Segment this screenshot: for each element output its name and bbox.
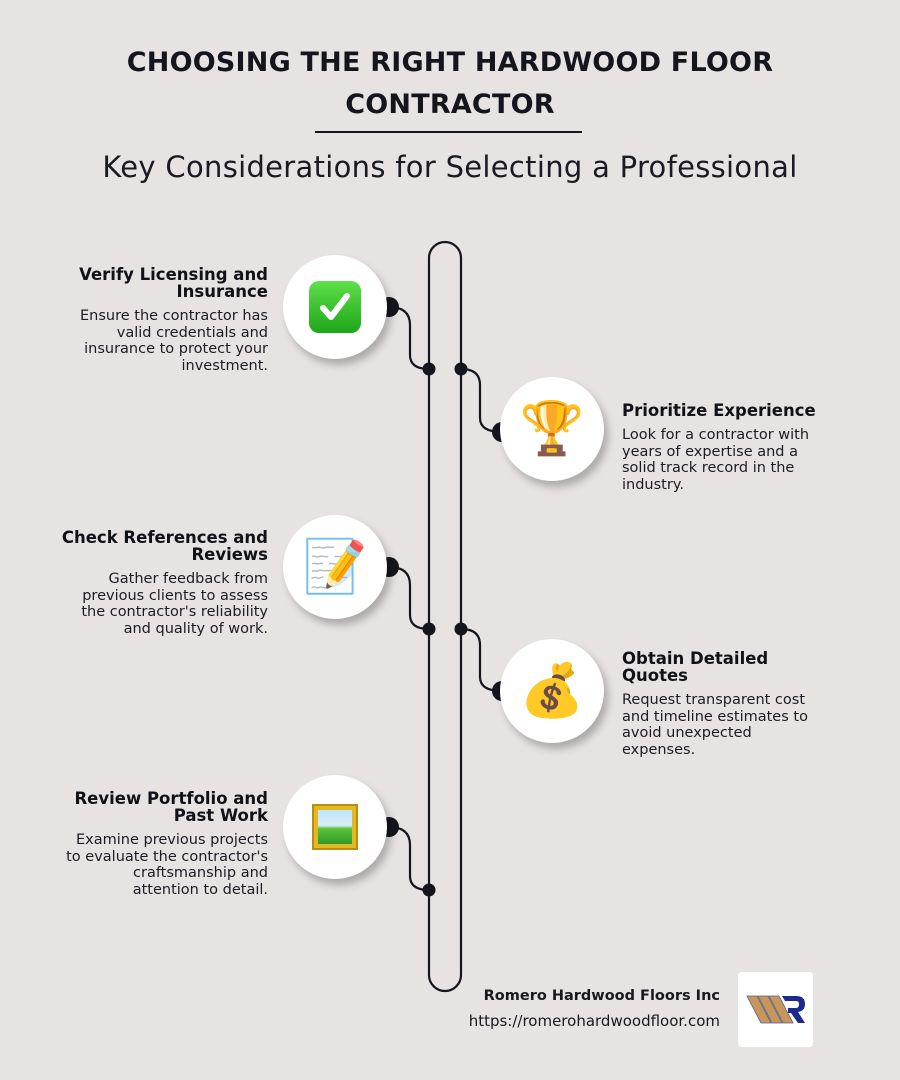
- item-description-line: craftsmanship and: [133, 865, 268, 881]
- item-description: Look for a contractor with years of expe…: [622, 427, 852, 493]
- item-description-line: solid track record in the: [622, 460, 795, 476]
- item-description-line: years of expertise and a: [622, 443, 799, 460]
- company-logo: [738, 972, 813, 1047]
- item-description-line: and quality of work.: [123, 620, 268, 637]
- item-description-line: expenses.: [622, 741, 696, 758]
- timeline-item-portfolio: Review Portfolio and Past Work Examine p…: [38, 790, 268, 898]
- timeline-item-licensing: Verify Licensing and Insurance Ensure th…: [38, 266, 268, 374]
- item-description-line: Examine previous projects: [76, 832, 268, 848]
- timeline-item-quotes: Obtain Detailed Quotes Request transpare…: [622, 650, 852, 758]
- item-title-line: Past Work: [173, 806, 268, 825]
- item-description-line: Request transparent cost: [622, 692, 806, 708]
- item-description-line: insurance to protect your: [84, 341, 268, 357]
- item-title: Review Portfolio and Past Work: [38, 790, 268, 824]
- company-name: Romero Hardwood Floors Inc: [483, 988, 720, 1004]
- memo-pencil-icon: 📝: [302, 537, 368, 597]
- item-description: Gather feedback from previous clients to…: [38, 571, 268, 637]
- item-description-line: industry.: [622, 476, 684, 493]
- framed-picture-icon: [312, 804, 358, 850]
- item-title-line: Prioritize Experience: [622, 401, 816, 420]
- item-title-line: Review Portfolio and: [74, 789, 268, 808]
- item-description-line: to evaluate the contractor's: [66, 848, 268, 865]
- page-title-line-2: CONTRACTOR: [345, 89, 555, 120]
- item-title-line: Quotes: [622, 666, 689, 685]
- title-divider: [315, 131, 582, 133]
- item-description-line: Gather feedback from: [108, 571, 268, 587]
- item-description-line: previous clients to assess: [82, 587, 268, 604]
- company-url-link[interactable]: https://romerohardwoodfloor.com: [468, 1012, 720, 1030]
- icon-circle-references: 📝: [283, 515, 387, 619]
- item-title: Obtain Detailed Quotes: [622, 650, 852, 684]
- item-title: Prioritize Experience: [622, 402, 852, 419]
- timeline-item-references: Check References and Reviews Gather feed…: [38, 529, 268, 637]
- icon-circle-quotes: 💰: [500, 639, 604, 743]
- item-description-line: and timeline estimates to: [622, 708, 808, 725]
- item-title-line: Verify Licensing and: [79, 265, 268, 284]
- item-title: Verify Licensing and Insurance: [38, 266, 268, 300]
- item-description: Examine previous projects to evaluate th…: [38, 832, 268, 898]
- item-description-line: investment.: [181, 357, 269, 374]
- item-description-line: Ensure the contractor has: [80, 308, 268, 324]
- icon-circle-experience: 🏆: [500, 377, 604, 481]
- page-subtitle: Key Considerations for Selecting a Profe…: [102, 150, 798, 184]
- item-description-line: Look for a contractor with: [622, 427, 810, 443]
- page-title: CHOOSING THE RIGHT HARDWOOD FLOOR CONTRA…: [0, 42, 900, 126]
- check-mark-icon: [309, 281, 361, 333]
- item-description-line: attention to detail.: [132, 881, 268, 898]
- timeline-item-experience: Prioritize Experience Look for a contrac…: [622, 402, 852, 493]
- item-description-line: valid credentials and: [116, 324, 268, 341]
- romero-logo-icon: [746, 995, 805, 1024]
- trophy-icon: 🏆: [519, 399, 585, 459]
- item-title-line: Check References and: [61, 528, 268, 547]
- page-title-line-1: CHOOSING THE RIGHT HARDWOOD FLOOR: [126, 47, 774, 78]
- icon-circle-licensing: [283, 255, 387, 359]
- icon-circle-portfolio: [283, 775, 387, 879]
- item-title-line: Obtain Detailed: [622, 649, 769, 668]
- item-title-line: Insurance: [176, 282, 268, 301]
- item-description-line: the contractor's reliability: [81, 604, 268, 620]
- item-description-line: avoid unexpected: [622, 725, 752, 741]
- item-description: Ensure the contractor has valid credenti…: [38, 308, 268, 374]
- item-title-line: Reviews: [191, 545, 268, 564]
- item-title: Check References and Reviews: [38, 529, 268, 563]
- item-description: Request transparent cost and timeline es…: [622, 692, 852, 758]
- money-bag-icon: 💰: [519, 661, 585, 721]
